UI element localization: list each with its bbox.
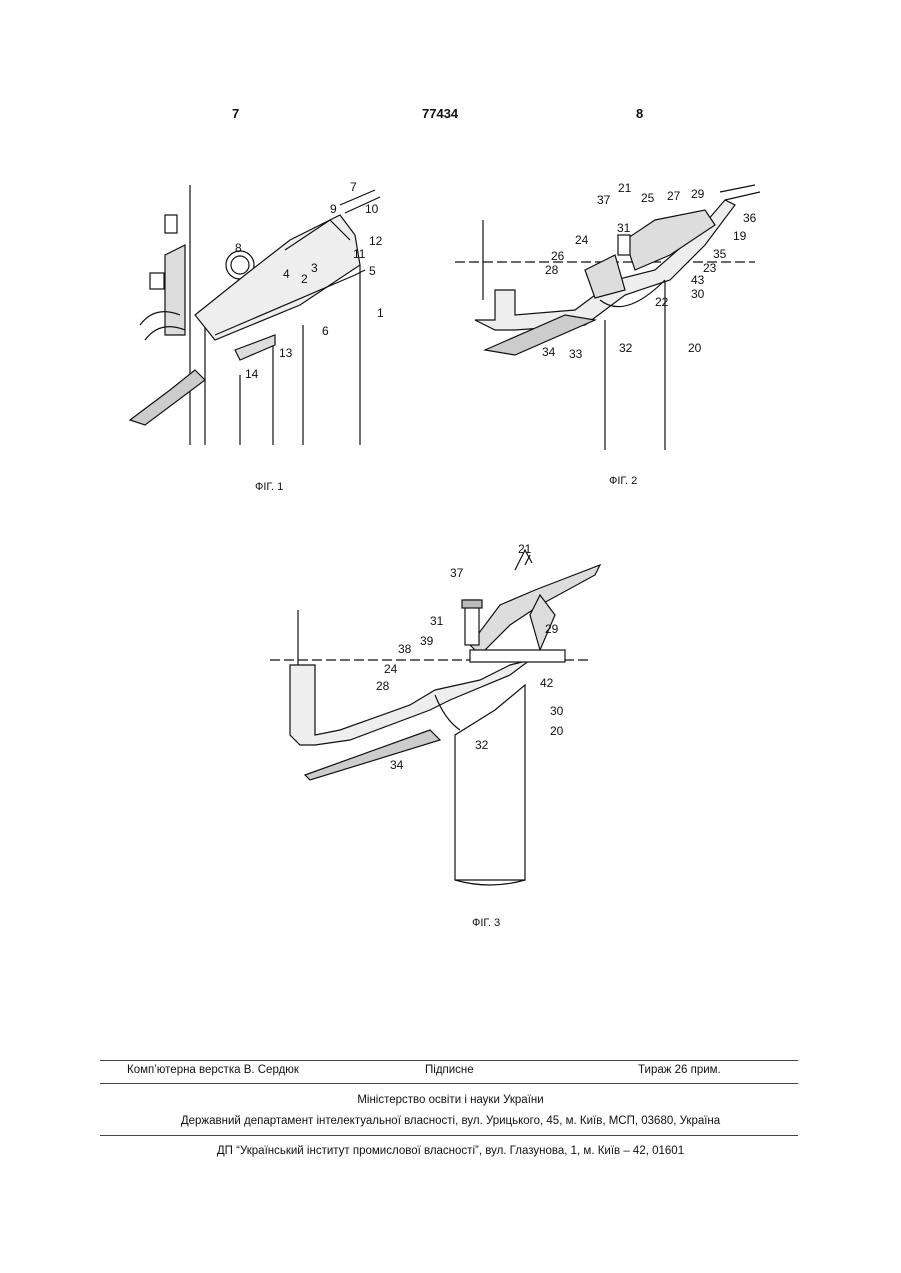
institute-line: ДП “Український інститут промислової вла…: [0, 1145, 901, 1157]
fig1-label: 8: [235, 241, 242, 255]
patent-number: 77434: [422, 106, 458, 121]
fig1-label: 11: [353, 247, 366, 261]
fig1-label: 12: [369, 234, 383, 248]
fig2-label: 25: [641, 191, 655, 205]
figure-2-caption: ФІГ. 2: [609, 475, 637, 487]
fig1-label: 6: [322, 324, 329, 338]
fig2-label: 19: [733, 229, 747, 243]
fig2-label: 31: [617, 221, 631, 235]
fig2-label: 26: [551, 249, 565, 263]
fig3-label: 38: [398, 642, 412, 656]
fig3-label: 29: [545, 622, 559, 636]
fig1-label: 2: [301, 272, 308, 286]
fig2-label: 20: [688, 341, 702, 355]
fig3-label: 24: [384, 662, 398, 676]
fig3-label: 34: [390, 758, 404, 772]
print-run: Тираж 26 прим.: [638, 1064, 721, 1076]
fig2-label: 33: [569, 347, 583, 361]
fig2-label: 22: [655, 295, 669, 309]
fig3-label: 42: [540, 676, 554, 690]
fig1-label: 4: [283, 267, 290, 281]
fig1-label: 7: [350, 180, 357, 194]
fig2-label: 28: [545, 263, 559, 277]
typesetter-credit: Комп’ютерна верстка В. Сердюк: [127, 1064, 299, 1076]
fig3-label: 28: [376, 679, 390, 693]
footer-rule-bottom: [100, 1135, 798, 1136]
fig1-label: 13: [279, 346, 293, 360]
fig1-label: 14: [245, 367, 259, 381]
fig3-label: 30: [550, 704, 564, 718]
fig2-label: 23: [703, 261, 717, 275]
right-page-number: 8: [636, 106, 643, 121]
footer-rule-middle: [100, 1083, 798, 1084]
department-line: Державний департамент інтелектуальної вл…: [0, 1115, 901, 1127]
fig3-label: 31: [430, 614, 444, 628]
fig2-label: 32: [619, 341, 633, 355]
fig1-label: 3: [311, 261, 318, 275]
fig3-label: 20: [550, 724, 564, 738]
fig3-label: 39: [420, 634, 434, 648]
figure-3-caption: ФІГ. 3: [472, 917, 500, 929]
fig2-label: 37: [597, 193, 611, 207]
figure-2-drawing: 21 25 27 29 37 36 31 19 24 35 26 23 28 4…: [455, 180, 775, 460]
left-page-number: 7: [232, 106, 239, 121]
fig2-label: 27: [667, 189, 681, 203]
ministry-line: Міністерство освіти і науки України: [0, 1094, 901, 1106]
fig1-label: 9: [330, 202, 337, 216]
fig1-label: 10: [365, 202, 379, 216]
figure-3-drawing: 21 37 29 31 38 39 24 42 28 30 20 32 34: [270, 535, 610, 895]
fig2-label: 29: [691, 187, 705, 201]
fig3-label: 21: [518, 542, 532, 556]
fig2-label: 21: [618, 181, 632, 195]
fig2-label: 24: [575, 233, 589, 247]
figure-1-drawing: 7 9 10 12 11 5 3 8 4 2 1 6 13 14: [125, 175, 385, 455]
figure-1-caption: ФІГ. 1: [255, 481, 283, 493]
fig2-label: 36: [743, 211, 757, 225]
fig1-label: 5: [369, 264, 376, 278]
fig2-label: 34: [542, 345, 556, 359]
fig2-label: 35: [713, 247, 727, 261]
signed-note: Підписне: [425, 1064, 474, 1076]
fig3-label: 37: [450, 566, 464, 580]
fig3-label: 32: [475, 738, 489, 752]
fig2-label: 43: [691, 273, 705, 287]
fig1-label: 1: [377, 306, 384, 320]
footer-rule-top: [100, 1060, 798, 1061]
fig2-label: 30: [691, 287, 705, 301]
